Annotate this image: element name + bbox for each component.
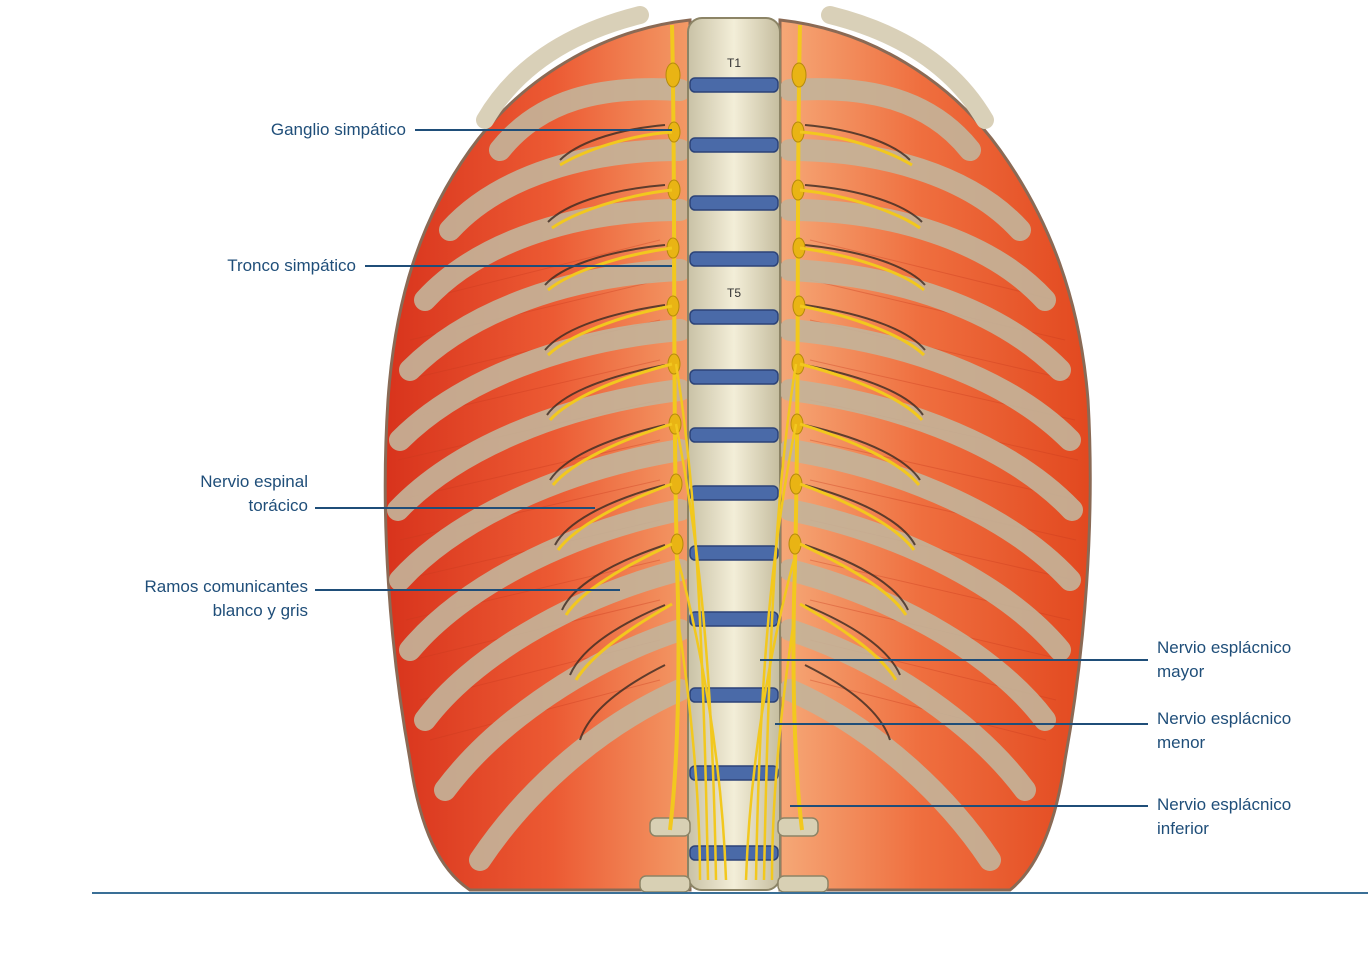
label-tronco-simpatico: Tronco simpático: [227, 254, 356, 278]
thoracic-spinal-nerves: [546, 130, 926, 681]
left-ribs: [387, 78, 691, 871]
label-esplacnico-mayor: Nervio esplácnico mayor: [1157, 636, 1291, 684]
label-ganglio-simpatico: Ganglio simpático: [271, 118, 406, 142]
label-tronco-text: Tronco simpático: [227, 256, 356, 275]
label-mayor-line1: Nervio esplácnico: [1157, 638, 1292, 657]
leader-lines: [315, 129, 1148, 807]
label-inferior-line2: inferior: [1157, 819, 1209, 838]
vertebra-label-t1: T1: [727, 56, 741, 70]
label-ramos-line1: Ramos comunicantes: [144, 577, 308, 596]
first-ribs: [476, 6, 994, 129]
label-menor-line2: menor: [1157, 733, 1206, 752]
right-ribs: [779, 78, 1083, 871]
label-esplacnico-inferior: Nervio esplácnico inferior: [1157, 793, 1291, 841]
label-ganglio-text: Ganglio simpático: [270, 120, 406, 139]
label-inferior-line1: Nervio esplácnico: [1157, 795, 1292, 814]
intercostal-edges: [544, 124, 926, 741]
intervertebral-discs: [689, 77, 779, 861]
label-esplacnico-menor: Nervio esplácnico menor: [1157, 707, 1291, 755]
sympathetic-trunks: [668, 24, 804, 831]
sympathetic-ganglia: [665, 62, 807, 555]
label-menor-line1: Nervio esplácnico: [1157, 709, 1292, 728]
label-mayor-line2: mayor: [1157, 662, 1205, 681]
transverse-processes: [639, 817, 829, 893]
label-ramos-comunicantes: Ramos comunicantes blanco y gris: [145, 575, 308, 623]
splanchnic-nerves: [674, 363, 798, 881]
label-nervio-espinal-line2: torácico: [248, 496, 308, 515]
label-nervio-espinal-toracico: Nervio espinal torácico: [200, 470, 308, 518]
vertebra-label-t5: T5: [727, 286, 741, 300]
label-nervio-espinal-line1: Nervio espinal: [200, 472, 308, 491]
label-ramos-line2: blanco y gris: [212, 601, 308, 620]
